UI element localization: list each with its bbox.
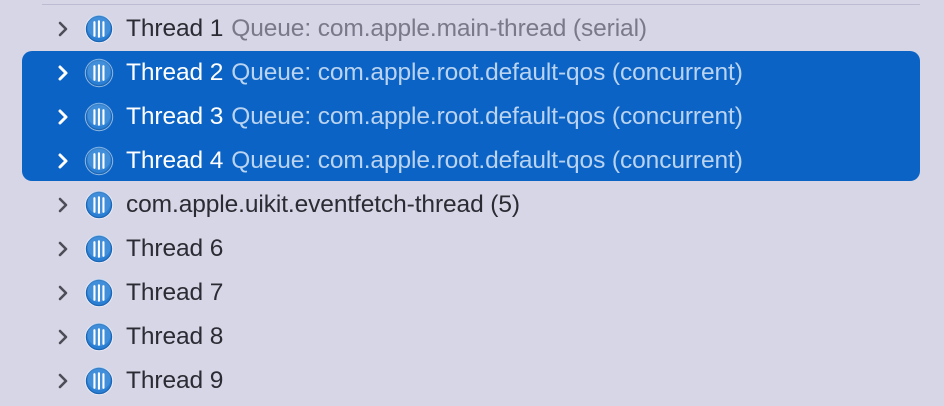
thread-row-3[interactable]: Thread 3 Queue: com.apple.root.default-q… <box>0 95 944 139</box>
thread-row-label: Thread 4 Queue: com.apple.root.default-q… <box>126 147 743 175</box>
thread-name: Thread 6 <box>126 235 224 262</box>
chevron-right-icon[interactable] <box>56 324 74 350</box>
thread-row-label: Thread 1 Queue: com.apple.main-thread (s… <box>126 15 647 43</box>
selection-highlight-block <box>22 51 920 181</box>
thread-row-7[interactable]: Thread 7 <box>0 271 944 315</box>
chevron-right-icon[interactable] <box>56 148 74 174</box>
thread-row-label: com.apple.uikit.eventfetch-thread (5) <box>126 191 520 219</box>
thread-row-9[interactable]: Thread 9 <box>0 359 944 403</box>
thread-row-label: Thread 9 <box>126 367 223 395</box>
thread-name: Thread 8 <box>126 323 224 350</box>
chevron-right-icon[interactable] <box>56 368 74 394</box>
thread-icon <box>84 146 114 176</box>
chevron-right-icon[interactable] <box>56 236 74 262</box>
thread-icon <box>84 366 114 396</box>
thread-name: Thread 3 <box>126 103 224 130</box>
thread-queue: Queue: com.apple.root.default-qos (concu… <box>231 59 743 86</box>
thread-icon <box>84 234 114 264</box>
thread-row-6[interactable]: Thread 6 <box>0 227 944 271</box>
thread-queue: Queue: com.apple.root.default-qos (concu… <box>231 147 743 174</box>
thread-row-5[interactable]: com.apple.uikit.eventfetch-thread (5) <box>0 183 944 227</box>
chevron-right-icon[interactable] <box>56 104 74 130</box>
thread-row-label: Thread 8 <box>126 323 223 351</box>
thread-row-label: Thread 3 Queue: com.apple.root.default-q… <box>126 103 743 131</box>
chevron-right-icon[interactable] <box>56 60 74 86</box>
thread-name: Thread 4 <box>126 147 224 174</box>
chevron-right-icon[interactable] <box>56 280 74 306</box>
thread-row-1[interactable]: Thread 1 Queue: com.apple.main-thread (s… <box>0 7 944 51</box>
thread-icon <box>84 322 114 352</box>
thread-icon <box>84 14 114 44</box>
thread-row-8[interactable]: Thread 8 <box>0 315 944 359</box>
thread-name: Thread 1 <box>126 15 224 42</box>
chevron-right-icon[interactable] <box>56 192 74 218</box>
thread-row-label: Thread 6 <box>126 235 223 263</box>
thread-name: Thread 7 <box>126 279 224 306</box>
list-top-separator <box>42 4 920 5</box>
thread-icon <box>84 58 114 88</box>
chevron-right-icon[interactable] <box>56 16 74 42</box>
thread-queue: Queue: com.apple.main-thread (serial) <box>231 15 647 42</box>
thread-icon <box>84 190 114 220</box>
thread-row-2[interactable]: Thread 2 Queue: com.apple.root.default-q… <box>0 51 944 95</box>
thread-row-label: Thread 7 <box>126 279 223 307</box>
thread-name: Thread 9 <box>126 367 224 394</box>
thread-name: com.apple.uikit.eventfetch-thread (5) <box>126 191 520 218</box>
thread-icon <box>84 278 114 308</box>
thread-row-label: Thread 2 Queue: com.apple.root.default-q… <box>126 59 743 87</box>
thread-row-4[interactable]: Thread 4 Queue: com.apple.root.default-q… <box>0 139 944 183</box>
thread-name: Thread 2 <box>126 59 224 86</box>
thread-icon <box>84 102 114 132</box>
thread-queue: Queue: com.apple.root.default-qos (concu… <box>231 103 743 130</box>
